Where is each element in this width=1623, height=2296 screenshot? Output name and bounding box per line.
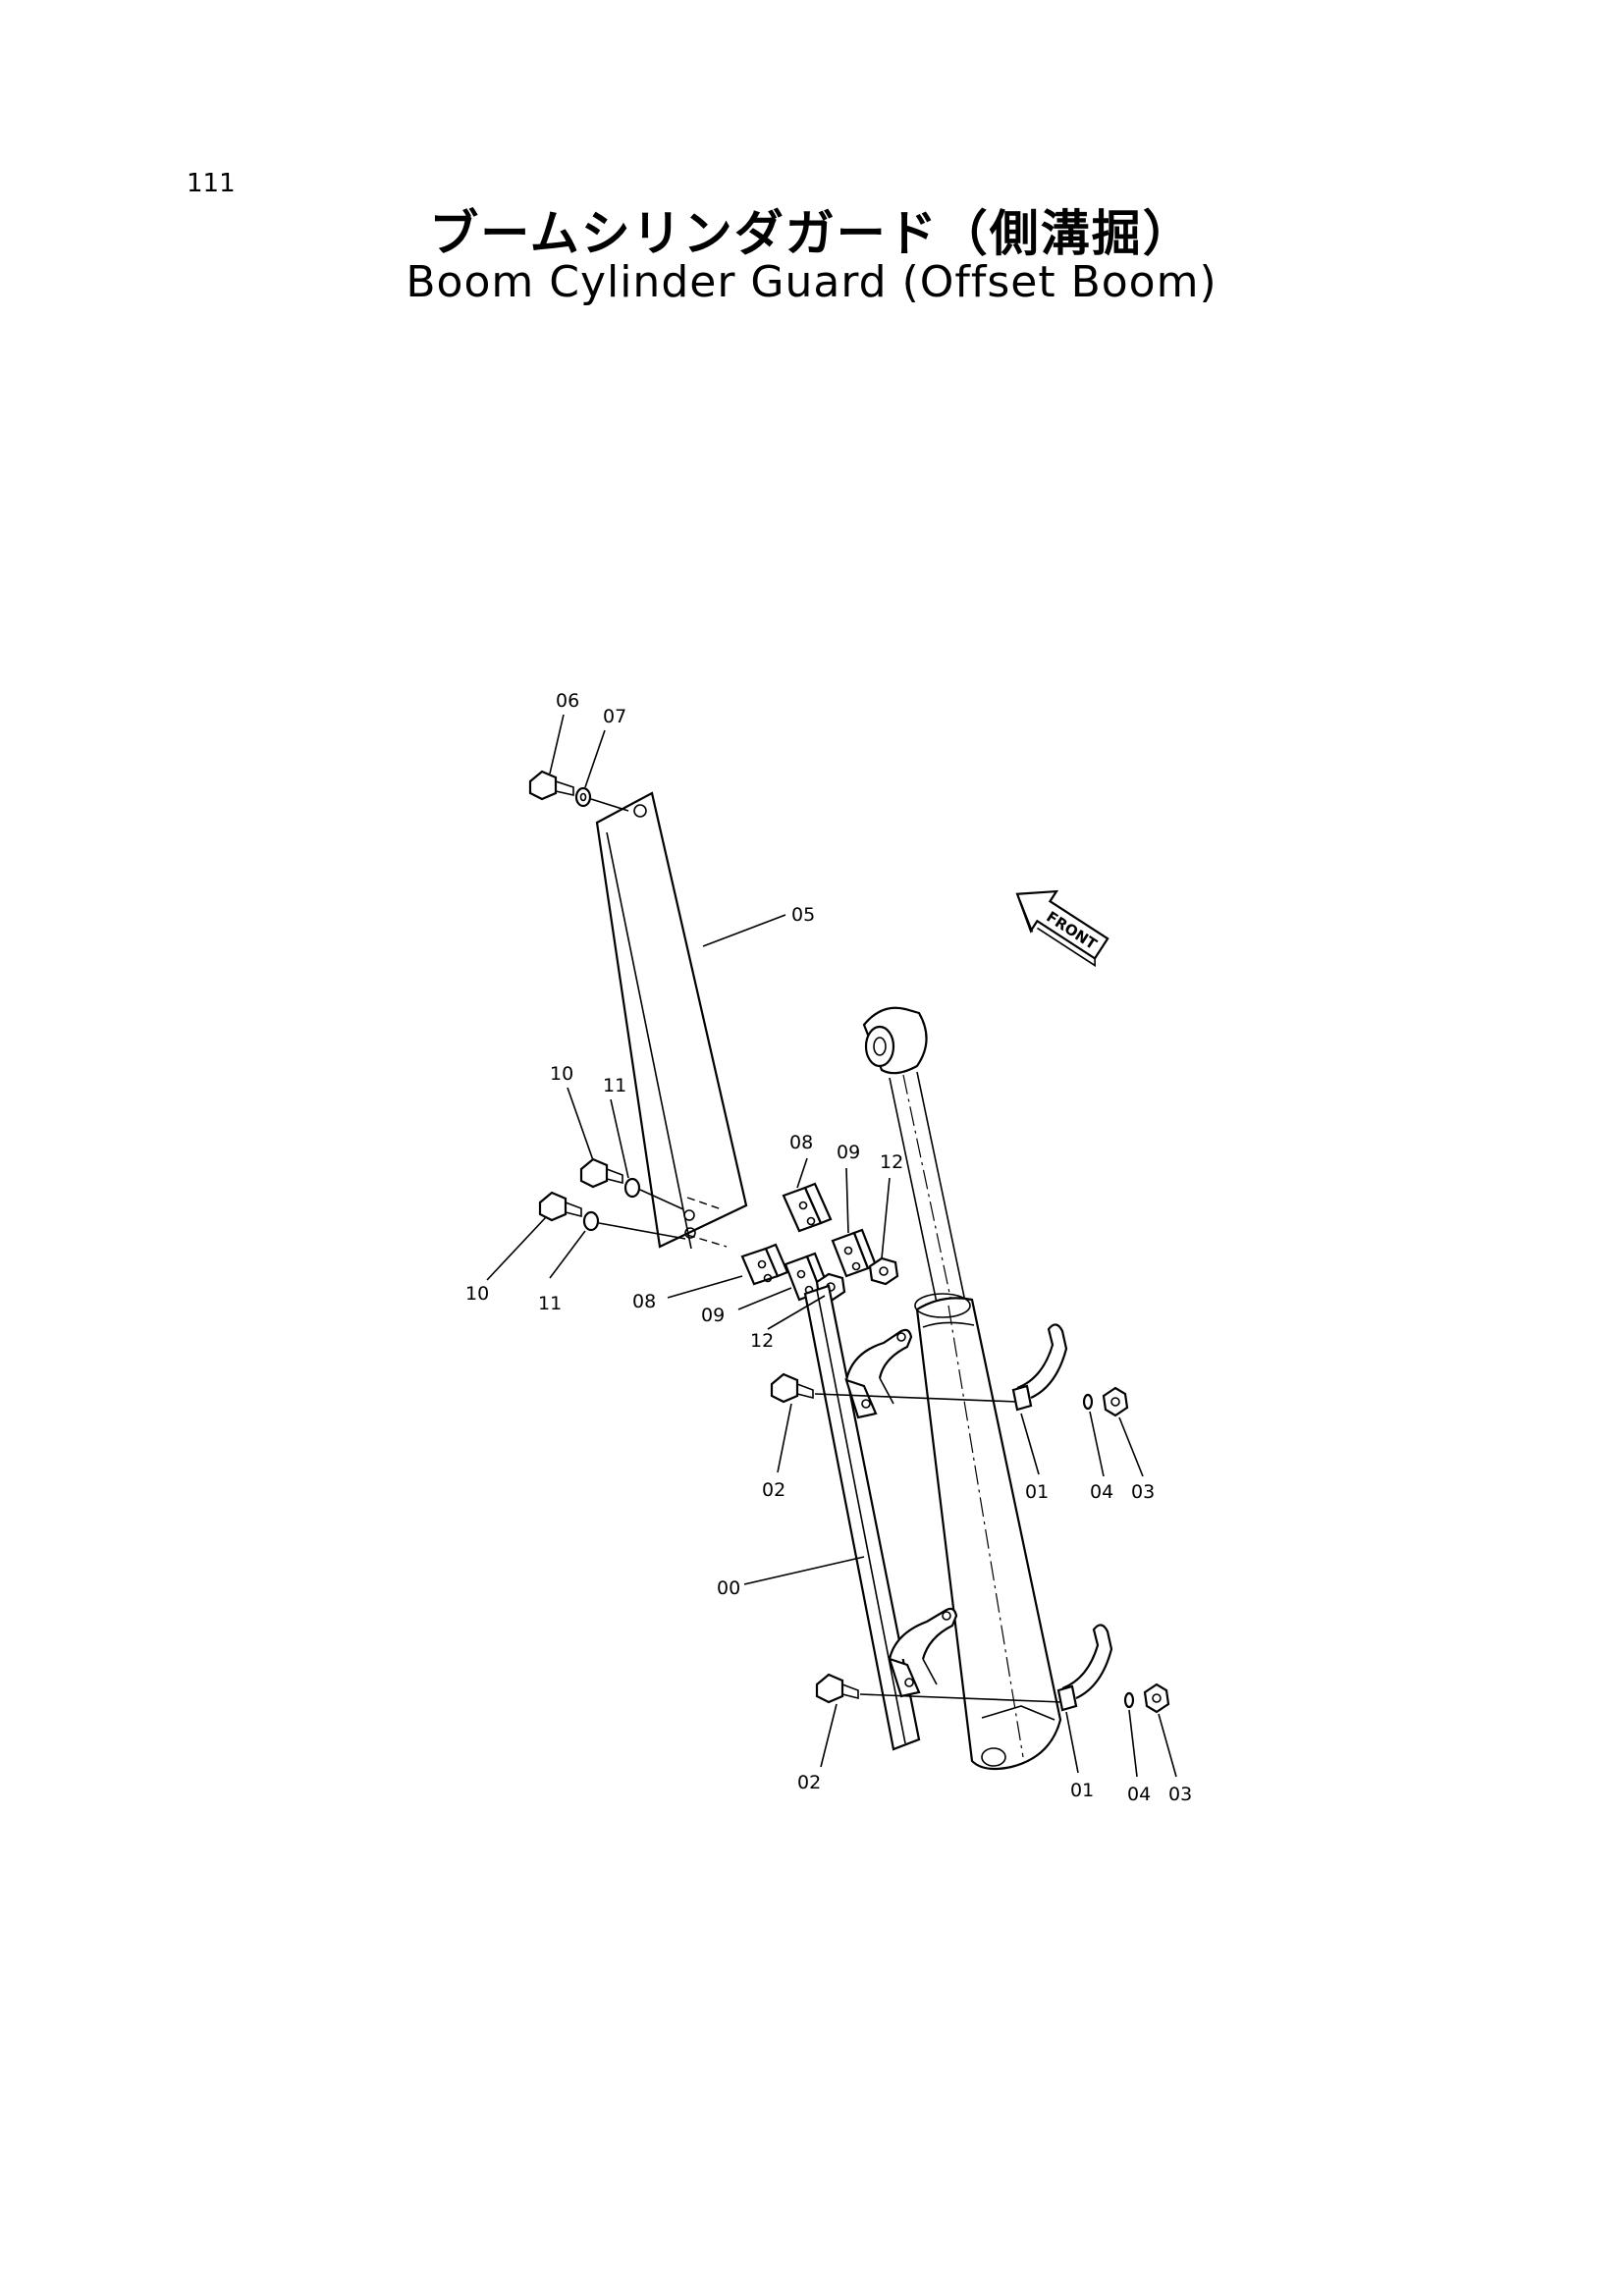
nut-03-lower	[1143, 1682, 1170, 1714]
nut-03-upper	[1102, 1386, 1129, 1417]
upper-guard-plate	[595, 791, 748, 1250]
nut-12-upper	[868, 1256, 899, 1286]
callout-04-lower: 04	[1127, 1784, 1151, 1805]
callout-00: 00	[717, 1577, 740, 1599]
callout-02-upper: 02	[762, 1479, 785, 1501]
clamp-01-upper	[1011, 1323, 1068, 1412]
bolt-02-upper	[770, 1372, 814, 1404]
callout-05: 05	[791, 904, 815, 926]
leader-lines	[486, 714, 1177, 1778]
bolt-10-lower	[538, 1191, 582, 1222]
callout-12-lower: 12	[750, 1330, 774, 1352]
washer-11-lower	[582, 1210, 600, 1232]
callout-12-upper: 12	[880, 1151, 903, 1173]
lower-mounting-bracket	[888, 1607, 958, 1698]
boom-cylinder	[862, 1006, 1062, 1771]
callout-09-upper: 09	[837, 1142, 860, 1163]
callout-11-lower: 11	[538, 1293, 562, 1314]
page-number: 111	[187, 169, 236, 198]
lower-guard-bar	[803, 1284, 921, 1751]
callout-02-lower: 02	[797, 1772, 821, 1793]
washer-07	[574, 786, 592, 808]
callout-01-lower: 01	[1070, 1780, 1094, 1801]
spacer-block-09-upper	[831, 1228, 878, 1278]
bolt-02-lower	[815, 1673, 859, 1704]
callout-07: 07	[603, 706, 626, 727]
callout-labels: 06 07 05 10 11 10 11 08 09 12 08 09 12 0…	[465, 690, 1192, 1805]
front-direction-arrow: FRONT	[1015, 889, 1109, 968]
callout-08-upper: 08	[789, 1132, 813, 1153]
page-title-english: Boom Cylinder Guard (Offset Boom)	[406, 257, 1217, 307]
callout-08-lower: 08	[632, 1291, 656, 1312]
spacer-block-08-lower	[740, 1243, 789, 1286]
page-title-japanese: ブームシリンダガード（側溝掘）	[429, 205, 1194, 262]
washer-04-lower	[1123, 1691, 1135, 1709]
callout-09-lower: 09	[701, 1305, 725, 1326]
upper-mounting-bracket	[844, 1328, 913, 1419]
callout-11-upper: 11	[603, 1075, 626, 1096]
callout-03-lower: 03	[1168, 1784, 1192, 1805]
callout-10-upper: 10	[550, 1063, 573, 1085]
spacer-block-08-upper	[782, 1182, 833, 1233]
bolt-06	[528, 770, 574, 801]
washer-11-upper	[623, 1177, 641, 1199]
bolt-10-upper	[579, 1157, 623, 1189]
callout-06: 06	[556, 690, 579, 712]
callout-04-upper: 04	[1090, 1481, 1113, 1503]
callout-03-upper: 03	[1131, 1481, 1155, 1503]
clamp-01-lower	[1056, 1624, 1113, 1712]
callout-01-upper: 01	[1025, 1481, 1049, 1503]
callout-10-lower: 10	[465, 1283, 489, 1305]
washer-04-upper	[1082, 1393, 1094, 1411]
